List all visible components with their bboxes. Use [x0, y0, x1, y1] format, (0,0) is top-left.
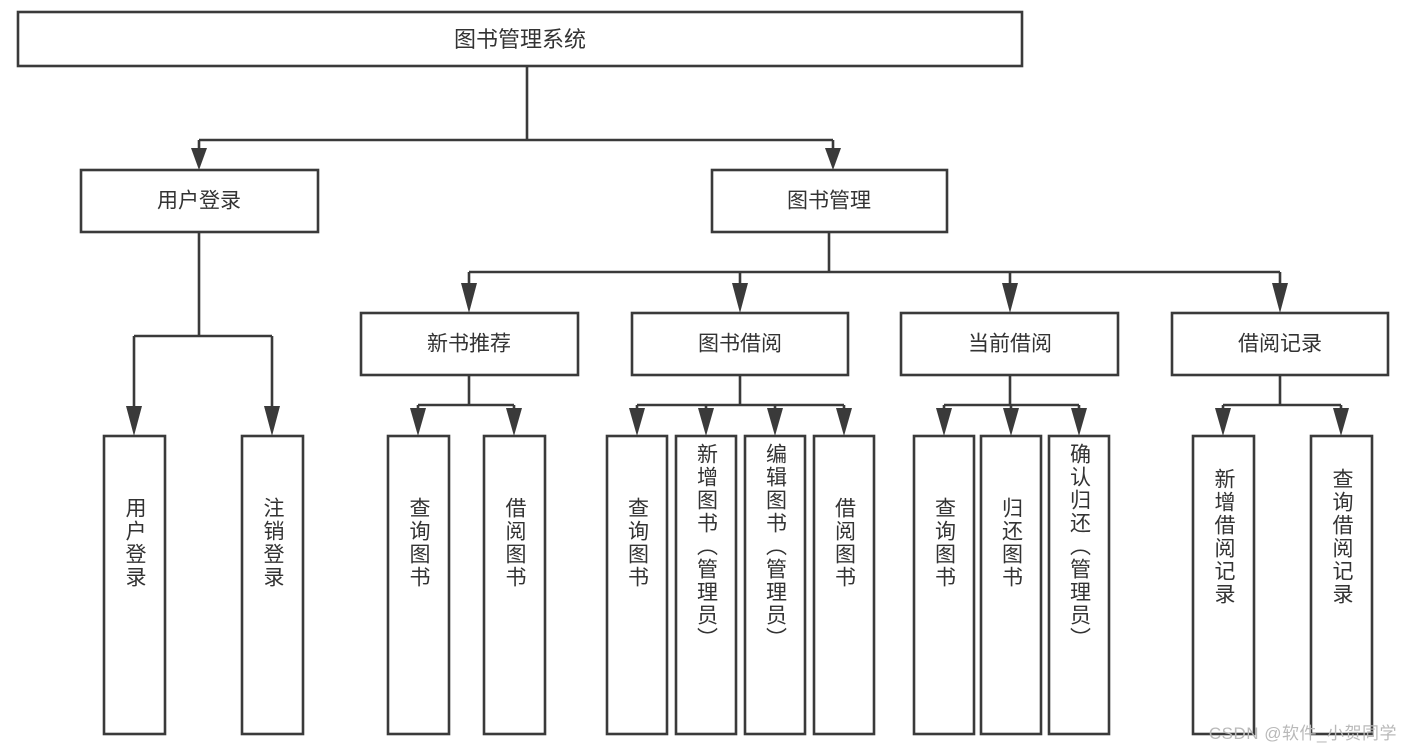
leaf-box-borrow-record-0[interactable] — [1191, 434, 1256, 736]
node-book-management-label: 图书管理 — [787, 190, 871, 213]
csdn-watermark: CSDN @软件_小贺同学 — [1208, 724, 1397, 743]
node-root-label: 图书管理系统 — [454, 27, 586, 52]
leaf-box-user-login-0[interactable] — [102, 434, 167, 736]
leaf-box-current-borrow-2[interactable] — [1047, 434, 1111, 736]
node-new-book-recommend-box[interactable] — [359, 311, 580, 377]
node-borrow-record-box[interactable] — [1170, 311, 1390, 377]
connector-bookborrow-to-leaves — [629, 375, 852, 436]
node-user-login-box[interactable] — [79, 168, 320, 234]
node-book-borrow-box[interactable] — [630, 311, 850, 377]
node-root-box[interactable] — [16, 10, 1024, 68]
leaf-box-user-login-1[interactable] — [240, 434, 305, 736]
connector-borrowrecord-to-leaves — [1215, 375, 1349, 436]
connector-bookmgmt-to-level3 — [461, 232, 1288, 313]
node-book-management-box[interactable] — [710, 168, 949, 234]
node-book-borrow-label: 图书借阅 — [698, 333, 782, 356]
leaf-box-new-book-1[interactable] — [482, 434, 547, 736]
leaf-box-book-borrow-2[interactable] — [743, 434, 807, 736]
connector-root-to-level2 — [191, 66, 841, 170]
node-current-borrow-label: 当前借阅 — [968, 333, 1052, 356]
leaf-box-current-borrow-1[interactable] — [979, 434, 1043, 736]
leaf-box-book-borrow-3[interactable] — [812, 434, 876, 736]
leaf-box-new-book-0[interactable] — [386, 434, 451, 736]
leaf-box-book-borrow-0[interactable] — [605, 434, 669, 736]
node-borrow-record-label: 借阅记录 — [1238, 333, 1322, 356]
leaf-box-current-borrow-0[interactable] — [912, 434, 976, 736]
node-user-login-label: 用户登录 — [157, 190, 241, 213]
leaf-box-borrow-record-1[interactable] — [1309, 434, 1374, 736]
node-current-borrow-box[interactable] — [899, 311, 1120, 377]
connector-newbook-to-leaves — [410, 375, 522, 436]
leaf-box-book-borrow-1[interactable] — [674, 434, 738, 736]
node-new-book-recommend-label: 新书推荐 — [427, 333, 511, 356]
connector-currentborrow-to-leaves — [936, 375, 1087, 436]
connector-userlogin-to-leaves — [126, 232, 280, 436]
